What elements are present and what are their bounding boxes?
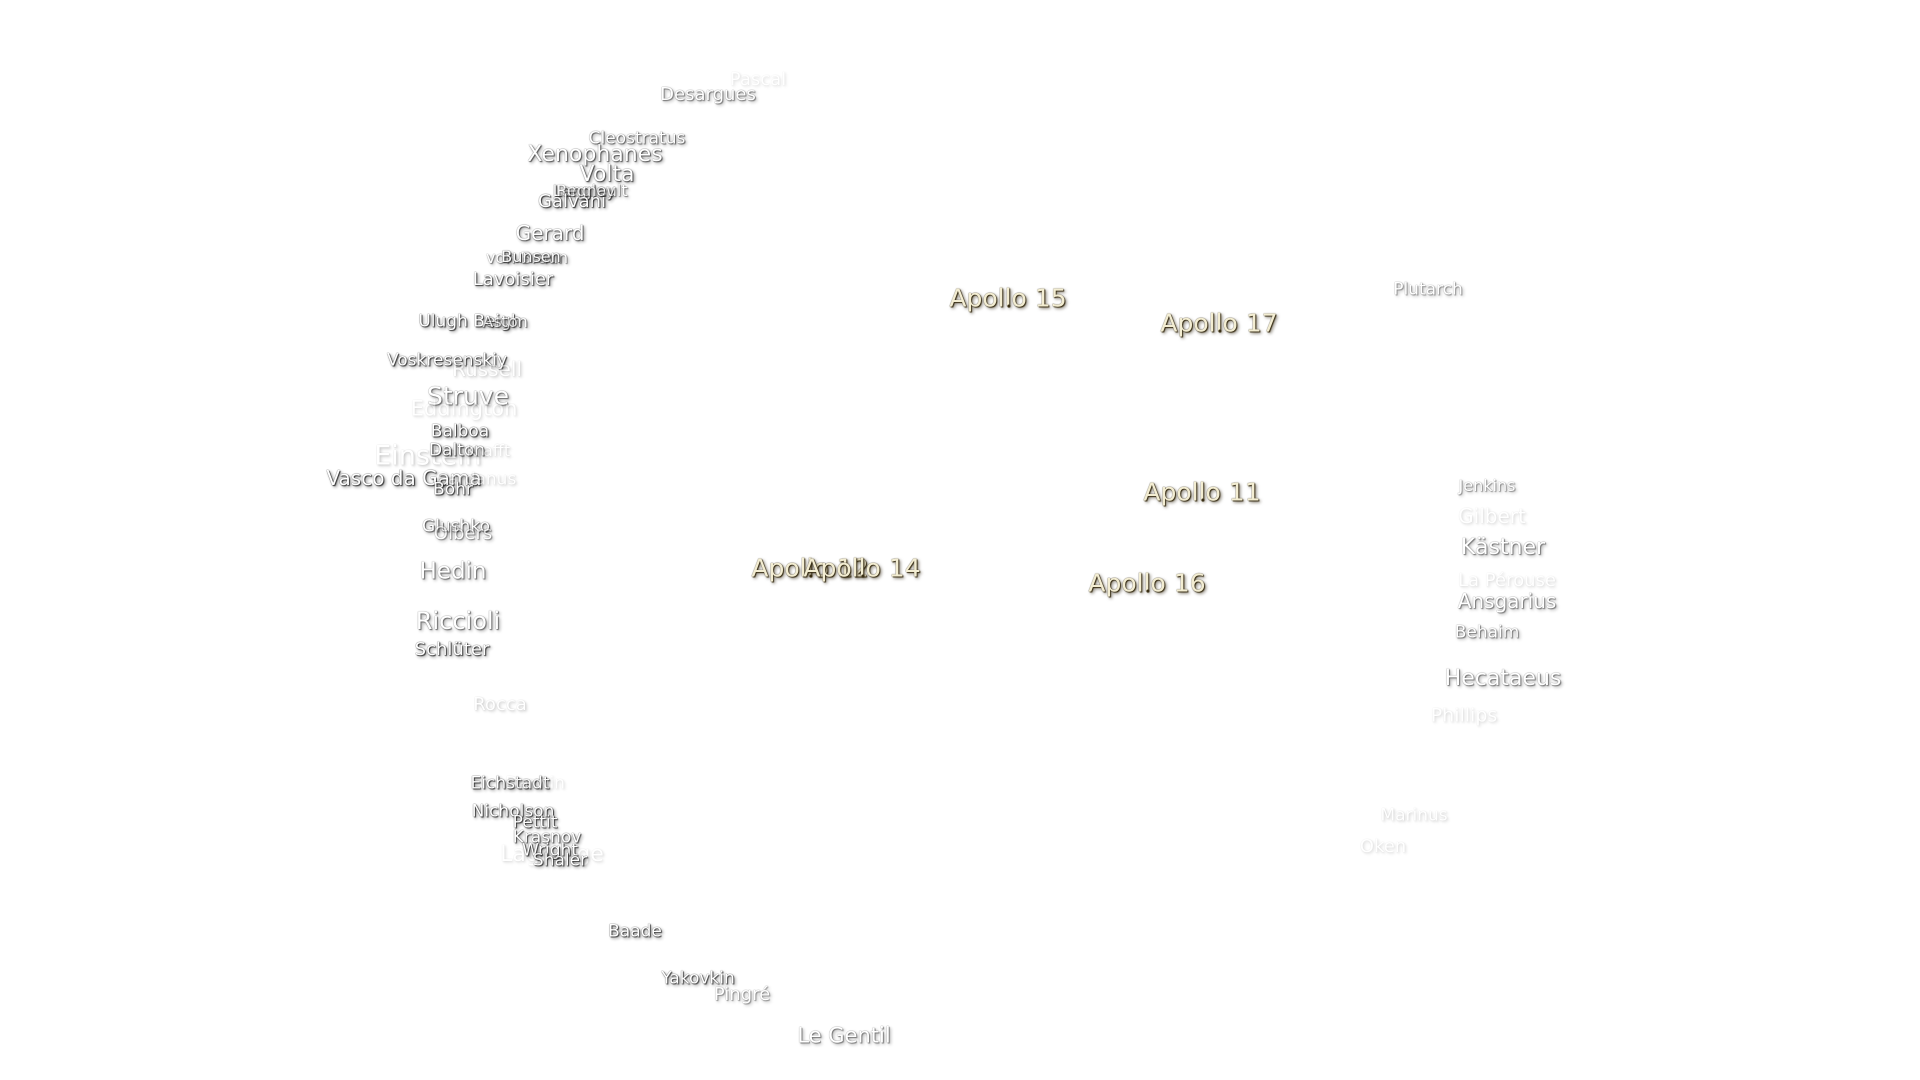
crater-label-krafft[interactable]: Krafft xyxy=(465,441,511,460)
crater-label-gilbert[interactable]: Gilbert xyxy=(1458,504,1526,528)
crater-label-krasnov[interactable]: Krasnov xyxy=(512,827,582,848)
crater-label-dalton[interactable]: Dalton xyxy=(428,440,486,461)
crater-label-bunsen[interactable]: Bunsen xyxy=(501,247,561,266)
crater-label-voskresenskiy[interactable]: Voskresenskiy xyxy=(386,350,508,371)
crater-label-schluter[interactable]: Schlüter xyxy=(414,639,490,660)
landing-site-label-apollo-15[interactable]: Apollo 15 xyxy=(949,286,1066,311)
landing-site-name: Apollo 17 xyxy=(1160,308,1278,338)
crater-label-kastner[interactable]: Kästner xyxy=(1460,535,1546,560)
crater-label-von-braun[interactable]: von Braun xyxy=(485,248,569,267)
crater-label-aston[interactable]: Aston xyxy=(482,312,528,331)
crater-label-pingre[interactable]: Pingré xyxy=(713,984,771,1005)
landing-site-marker-icon xyxy=(861,574,864,578)
crater-label-yakovkin[interactable]: Yakovkin xyxy=(661,968,735,989)
crater-label-einstein[interactable]: Einstein xyxy=(374,440,482,472)
crater-label-struve[interactable]: Struve xyxy=(427,381,509,411)
landing-site-label-apollo-11[interactable]: Apollo 11 xyxy=(1143,480,1260,505)
crater-label-olbers[interactable]: Olbers xyxy=(433,523,493,544)
crater-label-la-perouse[interactable]: La Pérouse xyxy=(1458,570,1556,591)
landing-site-marker-icon xyxy=(809,574,812,578)
landing-site-name: Apollo 15 xyxy=(949,283,1067,313)
crater-label-glushko[interactable]: Glushko xyxy=(422,516,490,537)
crater-label-pascal[interactable]: Pascal xyxy=(729,69,787,90)
landing-site-name: Apollo 16 xyxy=(1088,568,1206,598)
crater-label-shaler[interactable]: Shaler xyxy=(532,850,588,871)
crater-label-vasco-da-gama[interactable]: Vasco da Gama xyxy=(326,466,482,490)
crater-label-wright[interactable]: Wright xyxy=(522,840,578,861)
crater-label-russell[interactable]: Russell xyxy=(452,357,522,381)
crater-label-cardanus[interactable]: Cardanus xyxy=(435,469,517,490)
crater-label-le-gentil[interactable]: Le Gentil xyxy=(797,1023,891,1048)
crater-label-riccioli[interactable]: Riccioli xyxy=(415,607,501,635)
crater-label-behaim[interactable]: Behaim xyxy=(1454,622,1520,643)
crater-label-gerard[interactable]: Gerard xyxy=(515,221,585,245)
crater-label-bohr[interactable]: Bohr xyxy=(433,479,473,500)
crater-label-langley[interactable]: Langley xyxy=(552,181,616,200)
crater-label-galvani[interactable]: Galvani xyxy=(537,191,607,212)
crater-label-lagrange[interactable]: Lagrange xyxy=(500,842,604,867)
landing-site-name: Apollo 11 xyxy=(1143,477,1261,507)
landing-site-label-apollo-12[interactable]: Apollo 12 xyxy=(751,556,868,581)
landing-site-marker-icon xyxy=(1007,304,1010,308)
crater-label-lavoisier[interactable]: Lavoisier xyxy=(472,269,554,290)
crater-label-hedin[interactable]: Hedin xyxy=(419,558,487,585)
landing-site-marker-icon xyxy=(1146,589,1149,593)
crater-label-phillips[interactable]: Phillips xyxy=(1430,704,1498,727)
crater-label-darwin[interactable]: Darwin xyxy=(505,773,565,794)
crater-label-hecataeus[interactable]: Hecataeus xyxy=(1444,666,1562,691)
crater-label-balboa[interactable]: Balboa xyxy=(430,421,490,442)
crater-label-marinus[interactable]: Marinus xyxy=(1380,805,1448,826)
crater-label-desargues[interactable]: Desargues xyxy=(660,84,756,105)
crater-label-plutarch[interactable]: Plutarch xyxy=(1393,279,1463,300)
landing-site-marker-icon xyxy=(1218,329,1221,333)
landing-site-label-apollo-16[interactable]: Apollo 16 xyxy=(1088,571,1205,596)
crater-label-pettit[interactable]: Pettit xyxy=(512,812,558,833)
crater-label-volta[interactable]: Volta xyxy=(579,162,635,187)
landing-site-name: Apollo 14 xyxy=(803,553,921,583)
crater-label-jenkins[interactable]: Jenkins xyxy=(1458,476,1516,495)
crater-label-ulugh-beigh[interactable]: Ulugh Beigh xyxy=(418,311,522,332)
crater-label-xenophanes[interactable]: Xenophanes xyxy=(527,142,663,167)
crater-label-ansgarius[interactable]: Ansgarius xyxy=(1457,589,1557,613)
crater-label-eichstadt[interactable]: Eichstadt xyxy=(470,773,550,794)
crater-label-nicholson[interactable]: Nicholson xyxy=(471,801,555,822)
crater-label-rocca[interactable]: Rocca xyxy=(473,694,527,715)
crater-label-eddington[interactable]: Eddington xyxy=(410,396,518,421)
crater-label-oken[interactable]: Oken xyxy=(1359,836,1407,857)
crater-label-regnault[interactable]: Regnault xyxy=(556,181,628,200)
crater-label-cleostratus[interactable]: Cleostratus xyxy=(588,128,686,149)
landing-site-label-apollo-17[interactable]: Apollo 17 xyxy=(1160,311,1277,336)
landing-site-label-apollo-14[interactable]: Apollo 14 xyxy=(803,556,920,581)
crater-label-baade[interactable]: Baade xyxy=(608,921,662,942)
landing-site-marker-icon xyxy=(1201,498,1204,502)
